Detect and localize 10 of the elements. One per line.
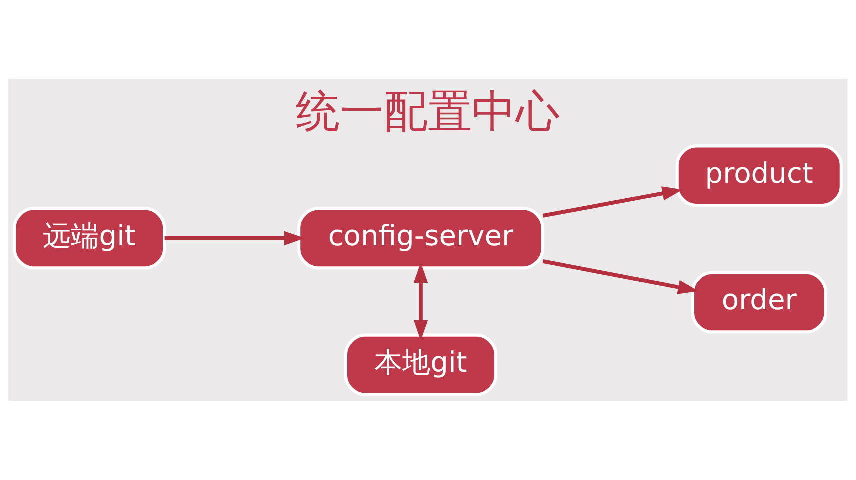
node-box: product xyxy=(676,144,843,208)
node-box: 远端git xyxy=(13,207,166,270)
node-box: order xyxy=(691,271,828,334)
arrow xyxy=(164,231,305,246)
node-box: config-server xyxy=(297,207,544,270)
arrow xyxy=(542,186,683,218)
arrow xyxy=(542,260,699,294)
arrow xyxy=(414,262,428,341)
diagram-title: 统一配置中心 xyxy=(296,86,560,138)
node-box: 本地git xyxy=(344,334,498,396)
